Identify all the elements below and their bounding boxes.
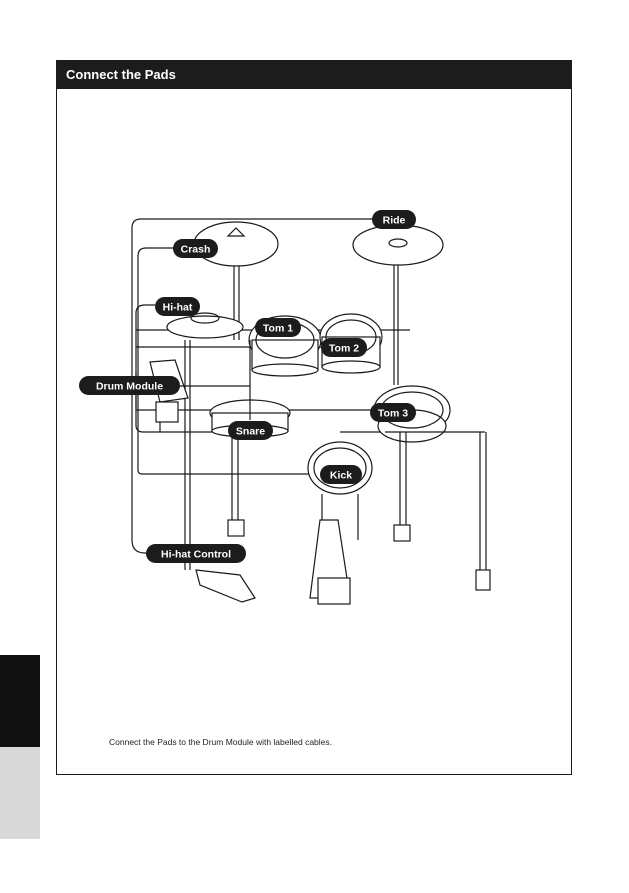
label-crash: Crash bbox=[173, 239, 218, 258]
drum-module bbox=[149, 359, 189, 432]
tom1-pad bbox=[248, 315, 322, 377]
label-hihat-control: Hi-hat Control bbox=[146, 544, 246, 563]
page-frame: Connect the Pads Connect the Pads to the… bbox=[56, 60, 572, 775]
side-tab-dark bbox=[0, 655, 40, 747]
section-title: Connect the Pads bbox=[57, 61, 571, 89]
svg-text:Tom 3: Tom 3 bbox=[378, 408, 408, 420]
ride-cymbal bbox=[352, 224, 444, 385]
label-snare: Snare bbox=[228, 421, 273, 440]
label-drum-module: Drum Module bbox=[79, 376, 180, 395]
rack-frame bbox=[160, 340, 491, 591]
hihat-pedal bbox=[195, 569, 256, 603]
svg-text:Snare: Snare bbox=[236, 426, 265, 438]
caption: Connect the Pads to the Drum Module with… bbox=[109, 737, 333, 747]
svg-text:Ride: Ride bbox=[383, 215, 406, 227]
svg-text:Drum Module: Drum Module bbox=[96, 381, 163, 393]
label-tom1: Tom 1 bbox=[255, 318, 301, 337]
svg-text:Crash: Crash bbox=[181, 244, 211, 256]
label-tom3: Tom 3 bbox=[370, 403, 416, 422]
svg-text:Hi-hat: Hi-hat bbox=[163, 302, 193, 314]
label-kick: Kick bbox=[320, 465, 362, 484]
svg-text:Kick: Kick bbox=[330, 470, 352, 482]
side-tab-light bbox=[0, 747, 40, 839]
hihat-cymbal bbox=[166, 312, 244, 570]
label-tom2: Tom 2 bbox=[321, 338, 367, 357]
svg-text:Tom 2: Tom 2 bbox=[329, 343, 359, 355]
svg-text:Tom 1: Tom 1 bbox=[263, 323, 293, 335]
label-hihat: Hi-hat bbox=[155, 297, 200, 316]
svg-text:Hi-hat Control: Hi-hat Control bbox=[161, 549, 231, 561]
label-ride: Ride bbox=[372, 210, 416, 229]
